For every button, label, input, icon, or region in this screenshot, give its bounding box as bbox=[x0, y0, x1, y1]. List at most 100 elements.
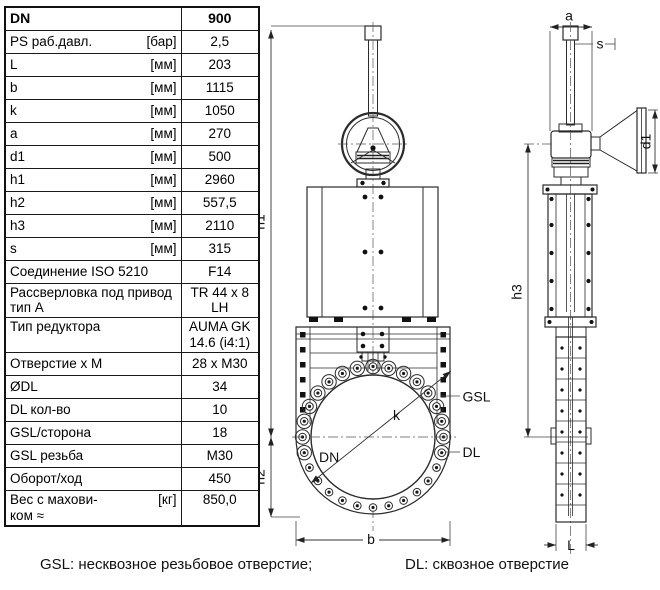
L-dimension: L bbox=[544, 524, 598, 553]
row-label: k bbox=[10, 102, 17, 118]
row-unit: [мм] bbox=[150, 79, 177, 95]
table-row: Отверстие x M 28 x M30 bbox=[4, 352, 260, 377]
row-label: Рассверловка под привод тип A bbox=[10, 284, 172, 316]
label-L: L bbox=[567, 537, 575, 553]
row-label: Тип редуктора bbox=[10, 319, 101, 335]
handwheel-side bbox=[590, 107, 647, 174]
row-value: 1115 bbox=[180, 75, 260, 100]
row-unit: [мм] bbox=[150, 56, 177, 72]
dl-note: DL: сквозное отверстие bbox=[405, 556, 570, 573]
side-view: a s bbox=[509, 8, 658, 556]
row-label: s bbox=[10, 240, 17, 256]
table-row: GSL резьба M30 bbox=[4, 444, 260, 469]
row-label: ØDL bbox=[10, 379, 38, 395]
row-label: h3 bbox=[10, 217, 26, 233]
row-value: 1050 bbox=[180, 98, 260, 123]
label-d1: d1 bbox=[638, 134, 654, 150]
k-dn-callout: k DN bbox=[310, 370, 452, 484]
table-row: Оборот/ход 450 bbox=[4, 467, 260, 492]
row-unit: [мм] bbox=[150, 125, 177, 141]
row-value: 2110 bbox=[180, 213, 260, 238]
gsl-note: GSL: несквозное резьбовое отверстие; bbox=[40, 556, 313, 573]
row-value: 500 bbox=[180, 144, 260, 169]
row-unit: [мм] bbox=[150, 148, 177, 164]
row-value: 450 bbox=[180, 467, 260, 492]
row-value: 203 bbox=[180, 52, 260, 77]
row-unit: [мм] bbox=[150, 194, 177, 210]
row-value: 10 bbox=[180, 398, 260, 423]
row-label: DN bbox=[10, 10, 31, 27]
label-a: a bbox=[565, 8, 573, 24]
table-row: h1 [мм] 2960 bbox=[4, 167, 260, 192]
row-value: 900 bbox=[180, 6, 260, 31]
row-value: 2,5 bbox=[180, 29, 260, 54]
table-row: a [мм] 270 bbox=[4, 121, 260, 146]
row-value: 270 bbox=[180, 121, 260, 146]
table-row: b [мм] 1115 bbox=[4, 75, 260, 100]
row-label: GSL резьба bbox=[10, 448, 84, 464]
row-value: M30 bbox=[180, 444, 260, 469]
handwheel-front bbox=[338, 111, 408, 188]
table-row: s [мм] 315 bbox=[4, 236, 260, 261]
table-row: GSL/сторона 18 bbox=[4, 421, 260, 446]
bonnet-bolts-front bbox=[362, 194, 384, 311]
body-side bbox=[550, 317, 592, 523]
table-row: ØDL 34 bbox=[4, 375, 260, 400]
bonnet-front bbox=[306, 186, 439, 322]
table-row: DN 900 bbox=[4, 6, 260, 31]
gearbox-side bbox=[550, 123, 592, 186]
label-s: s bbox=[597, 36, 604, 52]
row-unit: [мм] bbox=[150, 217, 177, 233]
row-label: a bbox=[10, 125, 18, 141]
label-b: b bbox=[367, 531, 375, 547]
row-label: b bbox=[10, 79, 18, 95]
table-row: Рассверловка под привод тип A TR 44 x 8 … bbox=[4, 282, 260, 319]
table-row: h3 [мм] 2110 bbox=[4, 213, 260, 238]
row-unit: [бар] bbox=[146, 33, 177, 49]
b-dimension: b bbox=[295, 521, 451, 547]
table-row: h2 [мм] 557,5 bbox=[4, 190, 260, 215]
row-value: 28 x M30 bbox=[180, 352, 260, 377]
table-row: Вес с махови- ком ≈[кг] 850,0 bbox=[4, 490, 260, 527]
row-label: Оборот/ход bbox=[10, 471, 83, 487]
bonnet-bolts-side bbox=[549, 196, 591, 312]
row-unit: [мм] bbox=[150, 240, 177, 256]
body-front bbox=[292, 326, 456, 515]
front-view: h1 h2 bbox=[252, 22, 491, 547]
row-value: 850,0 bbox=[180, 490, 260, 527]
side-body-segments bbox=[556, 346, 586, 506]
row-value: TR 44 x 8 LH bbox=[180, 282, 260, 319]
row-value: 315 bbox=[180, 236, 260, 261]
label-k: k bbox=[393, 407, 401, 423]
row-unit: [кг] bbox=[158, 492, 177, 508]
label-h3: h3 bbox=[509, 284, 525, 300]
row-value: F14 bbox=[180, 259, 260, 284]
row-value: 2960 bbox=[180, 167, 260, 192]
table-row: k [мм] 1050 bbox=[4, 98, 260, 123]
row-label: Соединение ISO 5210 bbox=[10, 263, 149, 279]
table-row: d1 [мм] 500 bbox=[4, 144, 260, 169]
row-value: 18 bbox=[180, 421, 260, 446]
row-label: PS раб.давл. bbox=[10, 33, 93, 49]
bonnet-side bbox=[542, 184, 598, 328]
table-row: L [мм] 203 bbox=[4, 52, 260, 77]
row-value: 34 bbox=[180, 375, 260, 400]
row-value: AUMA GK 14.6 (i4:1) bbox=[180, 317, 260, 354]
row-label: L bbox=[10, 56, 18, 72]
spec-table: DN 900 PS раб.давл. [бар] 2,5 L [мм] 203 b… bbox=[4, 6, 260, 528]
table-row: Тип редуктора AUMA GK 14.6 (i4:1) bbox=[4, 317, 260, 354]
row-label: h2 bbox=[10, 194, 26, 210]
row-label: d1 bbox=[10, 148, 26, 164]
row-unit: [мм] bbox=[150, 102, 177, 118]
table-row: DL кол-во 10 bbox=[4, 398, 260, 423]
label-dl: DL bbox=[463, 444, 481, 460]
row-label: DL кол-во bbox=[10, 402, 71, 418]
row-label: Отверстие x M bbox=[10, 356, 103, 372]
row-label: GSL/сторона bbox=[10, 425, 92, 441]
row-label: h1 bbox=[10, 171, 26, 187]
label-dn: DN bbox=[319, 449, 339, 465]
row-unit: [мм] bbox=[150, 171, 177, 187]
row-value: 557,5 bbox=[180, 190, 260, 215]
